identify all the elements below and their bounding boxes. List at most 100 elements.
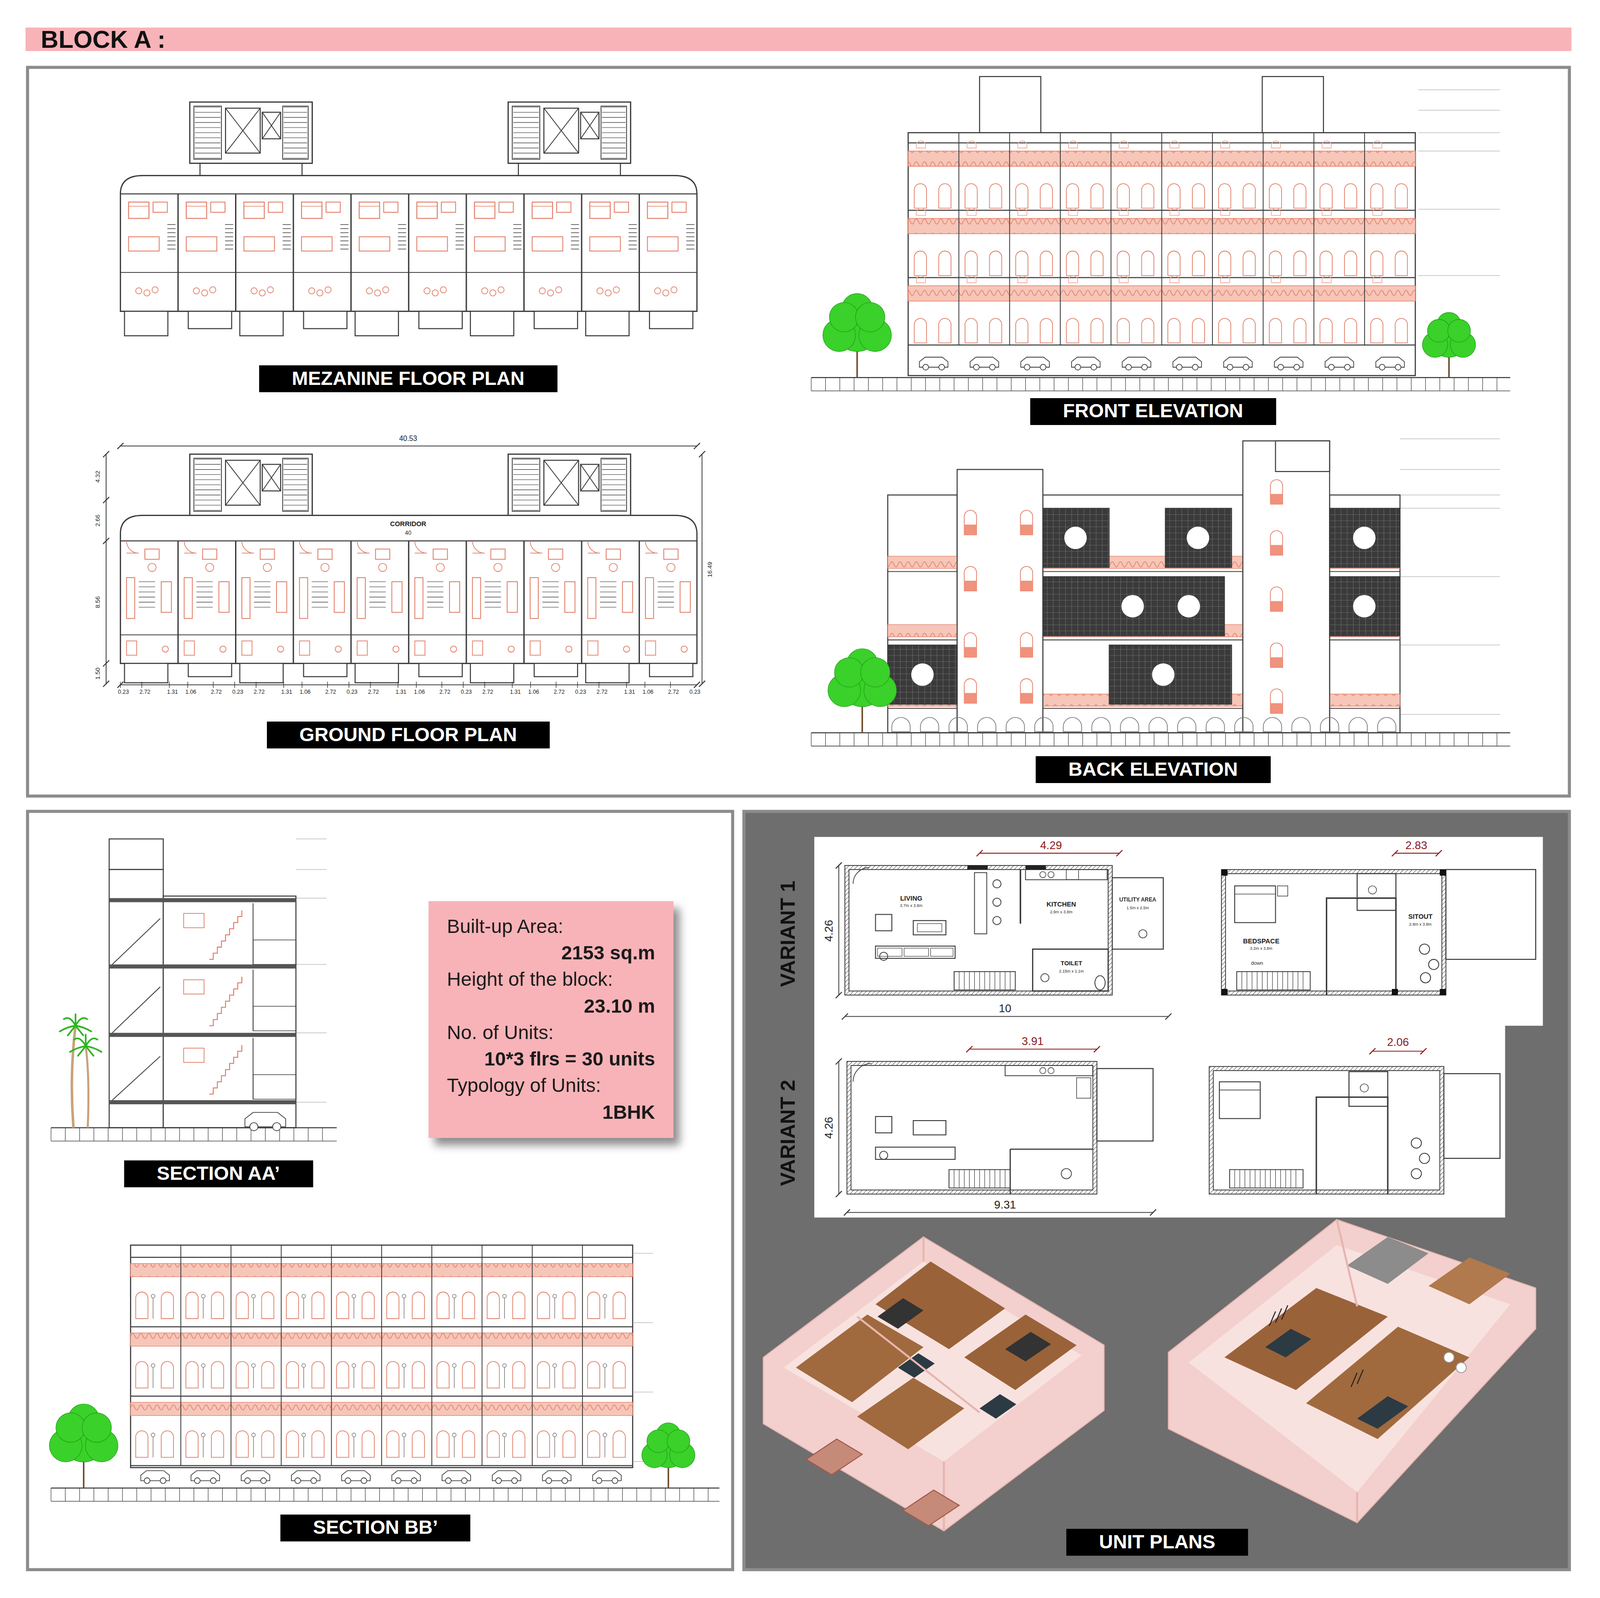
mezzanine-plan xyxy=(649,311,693,329)
ground-floor-plan xyxy=(513,484,539,486)
section-bb xyxy=(462,1361,475,1388)
section-aa xyxy=(222,1127,223,1141)
front-elevation xyxy=(1410,377,1412,391)
mezzanine-plan xyxy=(513,132,539,133)
unit-plans xyxy=(989,1169,991,1188)
section-bb xyxy=(235,1361,249,1388)
front-elevation xyxy=(968,377,969,391)
dimension-label: 2.72 xyxy=(595,688,609,696)
front-elevation xyxy=(1059,132,1061,345)
room-size: 1.5m x 2.5m xyxy=(1125,905,1151,911)
section-aa xyxy=(71,1025,76,1128)
mezzanine-plan xyxy=(359,236,390,251)
back-elevation xyxy=(1263,717,1282,732)
section-bb xyxy=(402,1293,406,1298)
front-elevation xyxy=(1328,364,1335,371)
ground-floor-plan xyxy=(513,510,539,511)
section-bb xyxy=(353,1367,354,1388)
front-elevation xyxy=(1269,318,1282,343)
front-elevation xyxy=(1370,250,1384,276)
section-bb xyxy=(386,1430,399,1457)
ground-floor-plan xyxy=(126,640,137,655)
mezzanine-plan xyxy=(194,153,221,154)
mezzanine-plan xyxy=(499,202,514,213)
front-elevation xyxy=(1040,364,1047,371)
section-bb xyxy=(537,1430,550,1457)
front-elevation xyxy=(939,377,941,391)
mezzanine-plan xyxy=(628,228,637,229)
unit-plans xyxy=(984,1169,985,1188)
mezzanine-plan xyxy=(602,122,626,123)
mezzanine-plan xyxy=(508,102,631,164)
unit-plans xyxy=(930,947,953,956)
mezzanine-plan xyxy=(167,240,176,241)
ground-floor-plan xyxy=(599,591,617,593)
section-bb xyxy=(537,1361,550,1388)
section-bb xyxy=(632,1391,654,1392)
section-aa xyxy=(122,1127,123,1141)
mezzanine-plan xyxy=(628,224,637,225)
unit-plans xyxy=(875,914,892,931)
mezzanine-plan xyxy=(283,158,308,159)
front-elevation xyxy=(1141,250,1155,276)
back-elevation xyxy=(920,717,939,732)
mezzanine-plan xyxy=(513,232,522,233)
ground-floor-plan xyxy=(102,442,706,688)
section-bb xyxy=(350,1487,352,1502)
unit-plans xyxy=(1359,1083,1369,1092)
mezzanine-plan xyxy=(267,286,274,293)
mezzanine-plan xyxy=(628,240,637,241)
mezzanine-plan xyxy=(602,158,626,159)
mezzanine-plan xyxy=(209,286,216,293)
back-elevation xyxy=(1020,692,1033,703)
mezzanine-plan xyxy=(628,244,637,246)
ground-floor-plan xyxy=(225,460,261,506)
unit-plans xyxy=(1004,1169,1006,1188)
ground-floor-plan xyxy=(219,645,226,652)
front-elevation xyxy=(1082,377,1084,391)
section-bb xyxy=(311,1291,325,1319)
front-elevation xyxy=(1040,183,1053,209)
section-bb xyxy=(495,1477,502,1484)
mezzanine-plan xyxy=(531,205,553,207)
back-elevation xyxy=(834,657,864,688)
ground-floor-plan xyxy=(350,540,352,664)
back-elevation xyxy=(1482,732,1483,747)
mezzanine-plan xyxy=(638,194,640,312)
front-elevation xyxy=(1090,364,1097,371)
unit-plans xyxy=(1349,1071,1388,1106)
front-elevation xyxy=(1040,318,1053,343)
ground-floor-plan xyxy=(188,663,232,677)
ground-floor-plan xyxy=(369,591,386,593)
front-elevation xyxy=(1319,250,1333,276)
section-bb xyxy=(465,1487,466,1502)
unit-plans xyxy=(1251,971,1253,990)
section-bb xyxy=(135,1430,149,1457)
unit-plans xyxy=(1244,1169,1246,1188)
unit-plans xyxy=(1439,988,1446,995)
ground-floor-plan xyxy=(580,464,599,491)
front-elevation xyxy=(982,377,983,391)
back-elevation xyxy=(1339,732,1340,747)
mezzanine-plan xyxy=(262,112,281,139)
front-elevation xyxy=(1141,318,1155,343)
mezzanine-plan xyxy=(513,142,539,144)
mezzanine-plan xyxy=(543,107,579,154)
unit-render xyxy=(964,1314,1077,1391)
unit-plans xyxy=(967,865,988,870)
back-elevation xyxy=(1400,576,1501,577)
section-bb xyxy=(632,1322,654,1323)
dimension-label: 1.31 xyxy=(623,688,636,696)
mezzanine-plan xyxy=(194,106,222,160)
ground-floor-plan xyxy=(602,479,626,480)
front-elevation xyxy=(922,364,929,371)
bar-text: BACK ELEVATION xyxy=(1068,756,1238,782)
unit-plans xyxy=(1150,1209,1156,1216)
front-elevation xyxy=(989,364,996,371)
mezzanine-plan xyxy=(282,236,292,237)
back-elevation xyxy=(1225,732,1226,747)
ground-floor-plan xyxy=(427,596,444,598)
section-bb xyxy=(79,1487,80,1502)
unit-plans xyxy=(851,1065,1094,1190)
unit-plans xyxy=(1419,1153,1430,1164)
